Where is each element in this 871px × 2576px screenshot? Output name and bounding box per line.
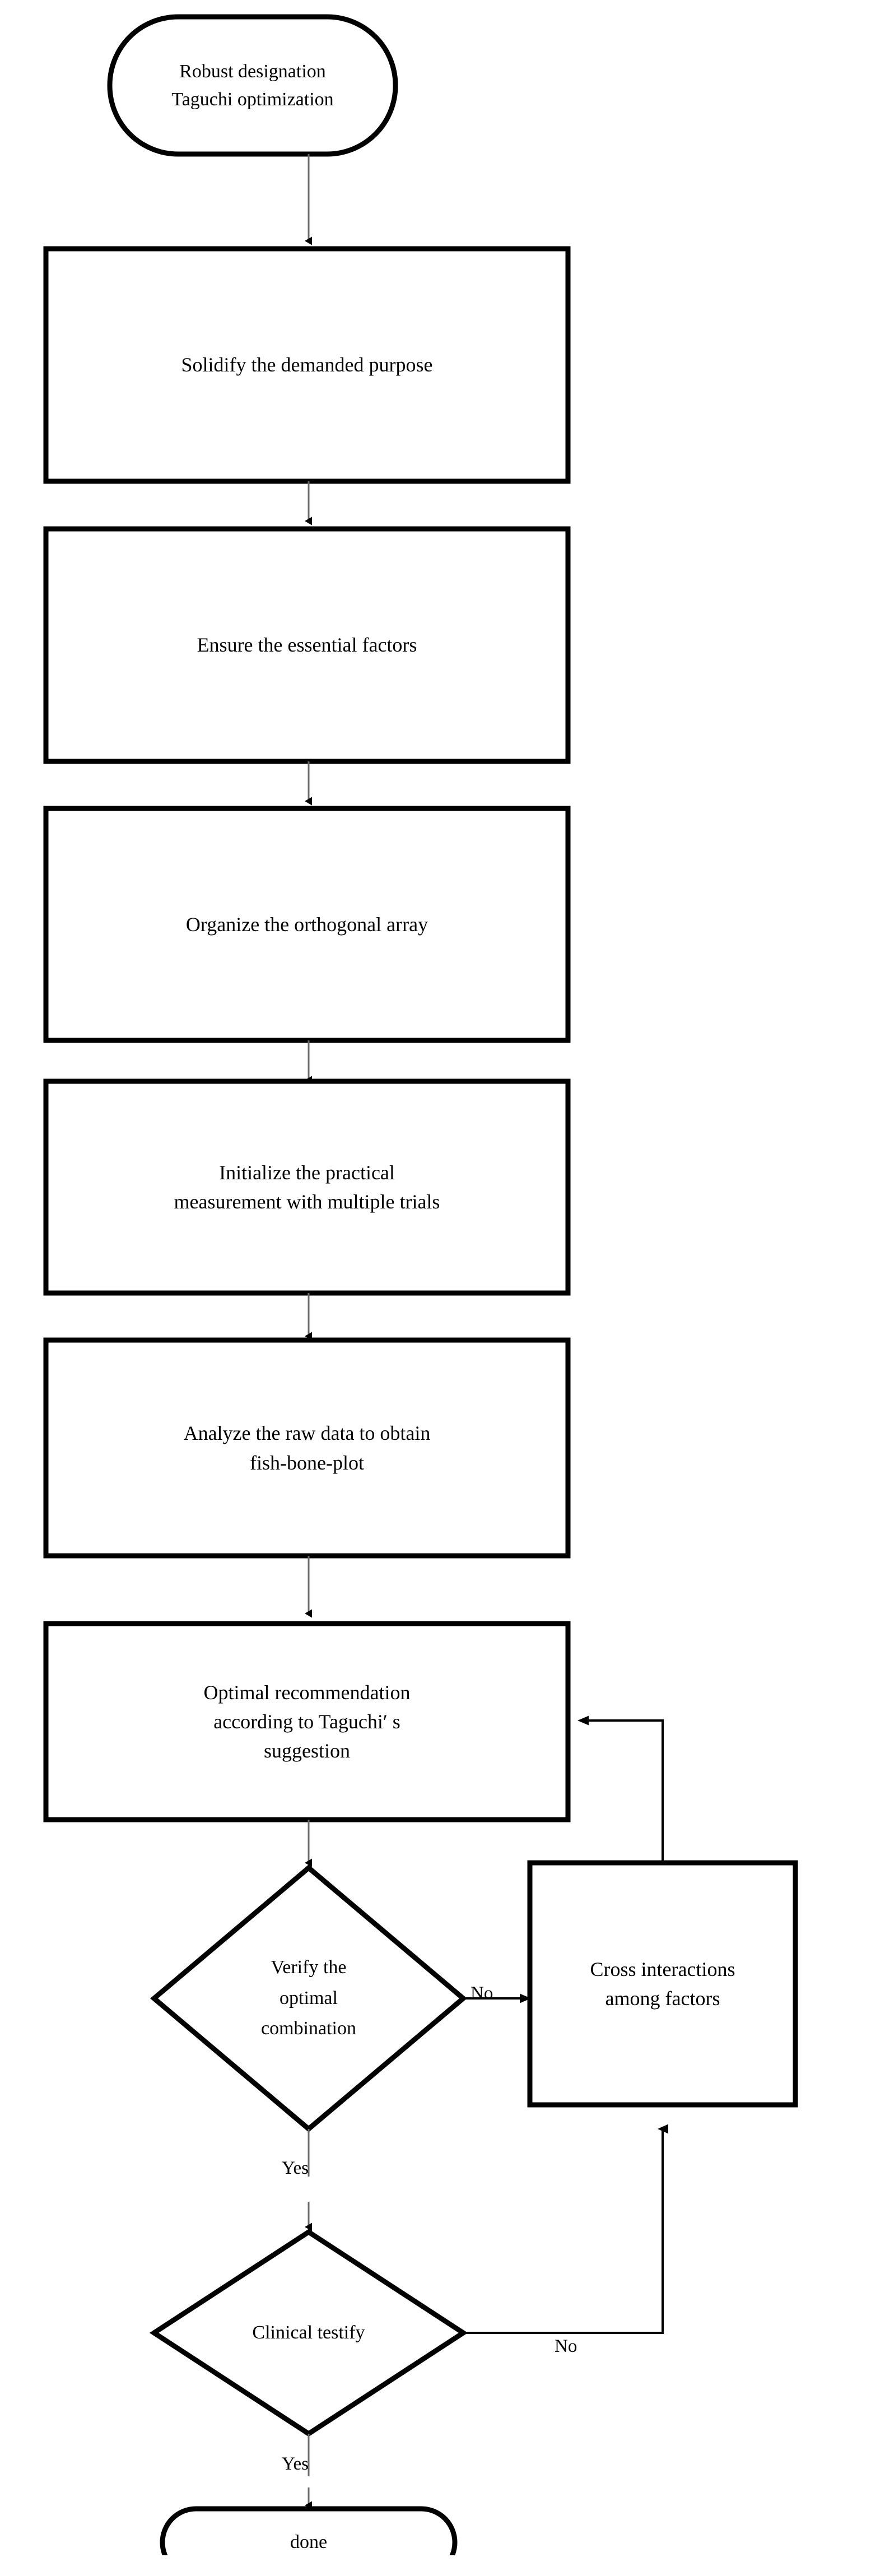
node-feedback-shape [527, 1860, 798, 2108]
node-step4-shape [43, 1078, 571, 1296]
node-decision1-shape [150, 1864, 467, 2132]
node-step6-shape [43, 1621, 571, 1822]
connector-feedback-step6 [577, 1715, 664, 1863]
node-step2-shape [43, 526, 571, 764]
node-step1-shape [43, 246, 571, 484]
connector-decision2-feedback [463, 2124, 668, 2334]
node-step5-shape [43, 1337, 571, 1559]
edge-label-clinical-no: No [555, 2336, 577, 2356]
node-start-shape [107, 14, 398, 157]
node-end-shape [160, 2506, 458, 2555]
node-decision2-shape [149, 2229, 468, 2437]
edge-label-clinical-yes: Yes [282, 2454, 309, 2474]
edge-label-verify-no: No [471, 1983, 493, 2003]
node-step3-shape [43, 806, 571, 1043]
edge-label-verify-yes: Yes [282, 2158, 309, 2178]
